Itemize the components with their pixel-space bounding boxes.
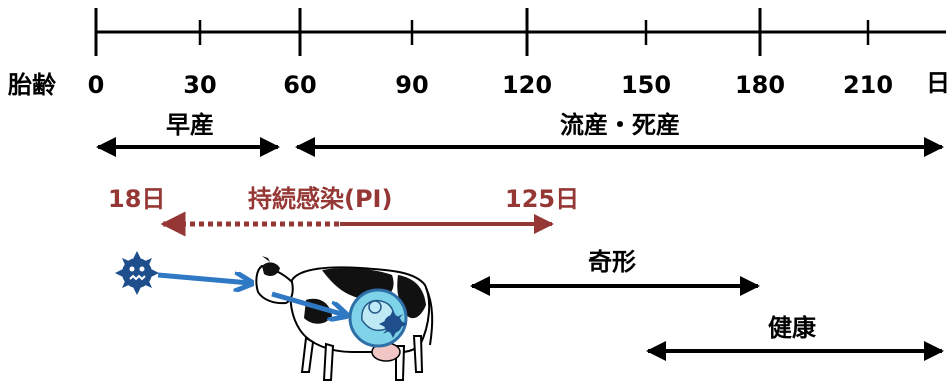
- virus-icon: [115, 251, 159, 295]
- infection-arrow: [157, 275, 250, 283]
- fetus-icon: [348, 288, 408, 348]
- healthy-label: 健康: [768, 314, 817, 342]
- tick-label: 90: [395, 71, 428, 99]
- pi-start-label: 18日: [108, 185, 165, 213]
- tick-label: 120: [502, 71, 552, 99]
- tick-label: 0: [88, 71, 105, 99]
- axis-unit-label: 日: [926, 69, 950, 97]
- premature-label: 早産: [166, 111, 214, 139]
- transmission-arrow: [271, 291, 345, 315]
- tick-label: 60: [283, 71, 316, 99]
- axis-prefix-label: 胎齢: [8, 71, 57, 99]
- malformation-label: 奇形: [588, 248, 636, 276]
- pi-label: 持続感染(PI): [248, 185, 392, 213]
- abortion-label: 流産・死産: [560, 111, 680, 139]
- tick-label: 30: [183, 71, 216, 99]
- tick-label: 210: [843, 71, 893, 99]
- tick-label: 150: [621, 71, 671, 99]
- pi-end-label: 125日: [505, 185, 579, 213]
- timeline-axis: [94, 8, 946, 56]
- tick-label: 180: [735, 71, 785, 99]
